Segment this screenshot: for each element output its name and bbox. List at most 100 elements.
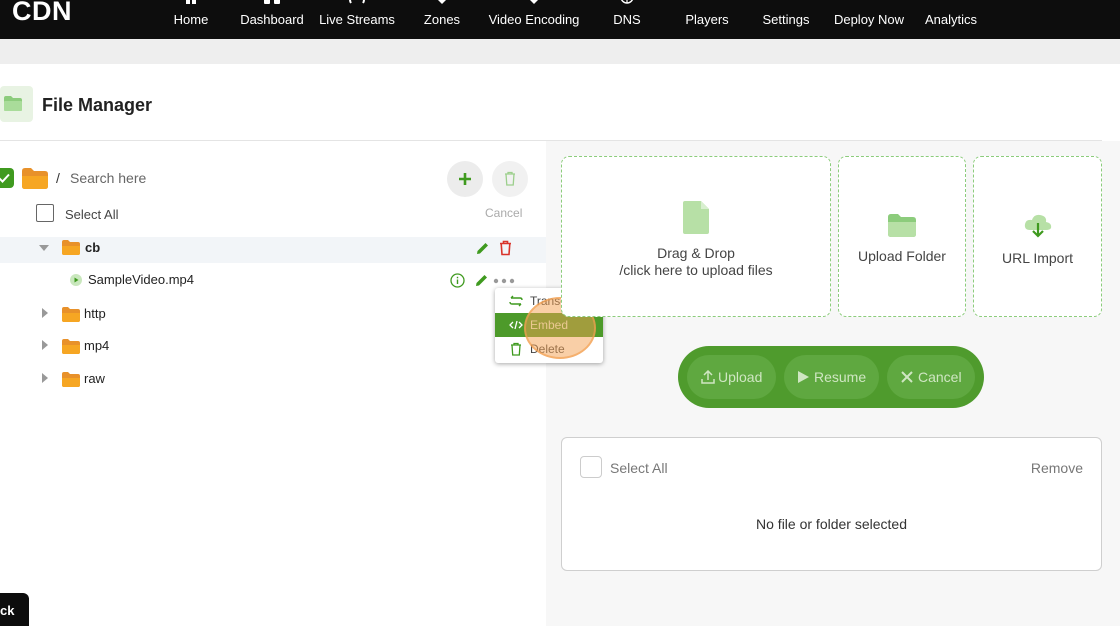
nav-home-label: Home — [173, 12, 209, 27]
nav-settings-label: Settings — [762, 12, 810, 27]
live-streams-icon — [349, 0, 365, 4]
top-nav: CDN Home Dashboard Live Streams Zones Vi… — [0, 0, 1120, 39]
folder-icon — [62, 339, 80, 354]
info-icon[interactable] — [450, 273, 465, 288]
home-icon — [186, 0, 196, 4]
trash-icon — [511, 342, 521, 356]
upload-button-label: Upload — [718, 369, 763, 385]
tree-item-label[interactable]: SampleVideo.mp4 — [88, 272, 194, 287]
root-checkbox[interactable] — [0, 168, 14, 188]
drop-zone-title: Drag & Drop — [657, 245, 735, 261]
settings-icon — [777, 0, 795, 4]
close-icon — [901, 371, 913, 383]
file-tree-pane — [0, 141, 546, 626]
upload-folder-zone[interactable]: Upload Folder — [838, 156, 966, 317]
select-all-checkbox[interactable] — [36, 204, 54, 222]
tree-item-label[interactable]: raw — [84, 371, 105, 386]
cancel-upload-button-label: Cancel — [918, 369, 962, 385]
nav-live-streams[interactable]: Live Streams — [317, 0, 397, 39]
menu-item-label: Embed — [530, 318, 569, 332]
add-folder-button[interactable] — [447, 161, 483, 197]
cloud-download-icon — [1024, 214, 1052, 238]
folder-icon — [62, 240, 80, 255]
tree-item-label: cb — [85, 240, 101, 255]
expand-arrow-icon[interactable] — [42, 373, 48, 383]
sub-bar — [0, 39, 1120, 64]
nav-zones[interactable]: Zones — [420, 0, 464, 39]
page-title: File Manager — [42, 95, 153, 115]
delete-selected-button[interactable] — [492, 161, 528, 197]
folder-icon — [62, 307, 80, 322]
expand-arrow-icon[interactable] — [39, 245, 49, 251]
transcode-icon — [509, 295, 523, 307]
folder-icon — [888, 214, 916, 237]
nav-players[interactable]: Players — [683, 0, 731, 39]
url-import-zone[interactable]: URL Import — [973, 156, 1102, 317]
resume-button[interactable]: Resume — [784, 355, 879, 399]
corner-badge-label: ck — [0, 603, 15, 618]
select-all-label: Select All — [65, 207, 119, 222]
upload-action-bar: Upload Resume Cancel — [678, 346, 984, 408]
folder-icon — [4, 96, 22, 111]
folder-icon — [62, 372, 80, 387]
resume-button-label: Resume — [814, 369, 867, 385]
menu-item-delete[interactable]: Delete — [495, 337, 603, 361]
trash-icon — [505, 171, 515, 186]
embed-icon — [509, 320, 523, 330]
plus-icon — [459, 173, 471, 185]
page-icon-box — [0, 86, 33, 122]
players-icon — [698, 0, 716, 4]
nav-dashboard-label: Dashboard — [240, 12, 304, 27]
brand-logo[interactable]: CDN — [12, 0, 72, 26]
nav-dns[interactable]: DNS — [610, 0, 644, 39]
video-encoding-icon — [530, 0, 538, 4]
corner-badge[interactable]: ck — [0, 593, 29, 626]
check-icon — [0, 173, 10, 183]
cancel-upload-button[interactable]: Cancel — [887, 355, 975, 399]
edit-icon[interactable] — [475, 241, 490, 256]
nav-deploy-now-label: Deploy Now — [833, 12, 905, 27]
current-path: / — [56, 170, 60, 186]
file-icon — [683, 201, 709, 234]
nav-home[interactable]: Home — [167, 0, 215, 39]
search-input[interactable] — [70, 168, 370, 188]
nav-analytics[interactable]: Analytics — [922, 0, 980, 39]
upload-folder-label: Upload Folder — [858, 248, 946, 264]
video-file-icon — [70, 274, 82, 286]
select-all-label: Select All — [610, 460, 668, 476]
drop-zone-subtitle: /click here to upload files — [619, 262, 773, 278]
remove-button[interactable]: Remove — [1030, 460, 1083, 476]
root-folder-icon — [22, 168, 48, 189]
expand-arrow-icon[interactable] — [42, 340, 48, 350]
menu-item-label: Delete — [530, 342, 565, 356]
drag-drop-zone[interactable]: Drag & Drop /click here to upload files — [561, 156, 831, 317]
expand-arrow-icon[interactable] — [42, 308, 48, 318]
url-import-label: URL Import — [1001, 250, 1074, 266]
more-options-icon[interactable] — [493, 278, 517, 284]
dashboard-icon — [264, 0, 280, 4]
select-all-checkbox[interactable] — [580, 456, 602, 478]
play-icon — [798, 371, 809, 383]
delete-icon[interactable] — [499, 240, 512, 256]
nav-analytics-label: Analytics — [924, 12, 978, 27]
nav-settings[interactable]: Settings — [761, 0, 811, 39]
zones-icon — [438, 0, 446, 4]
cancel-selection-link[interactable]: Cancel — [485, 206, 523, 220]
nav-video-encoding-label: Video Encoding — [488, 12, 580, 27]
tree-item-label[interactable]: mp4 — [84, 338, 110, 353]
upload-button[interactable]: Upload — [687, 355, 776, 399]
nav-deploy-now[interactable]: Deploy Now — [833, 0, 905, 39]
selection-panel: Select All Remove No file or folder sele… — [561, 437, 1102, 571]
upload-icon — [701, 370, 715, 384]
nav-video-encoding[interactable]: Video Encoding — [487, 0, 581, 39]
edit-icon[interactable] — [474, 273, 489, 288]
nav-dashboard[interactable]: Dashboard — [238, 0, 306, 39]
nav-zones-label: Zones — [423, 12, 461, 27]
globe-icon — [620, 0, 634, 4]
empty-selection-text: No file or folder selected — [756, 516, 907, 532]
analytics-icon — [942, 0, 960, 4]
tree-row-cb[interactable] — [0, 237, 546, 263]
nav-dns-label: DNS — [613, 12, 641, 27]
nav-players-label: Players — [685, 12, 729, 27]
tree-item-label[interactable]: http — [84, 306, 106, 321]
